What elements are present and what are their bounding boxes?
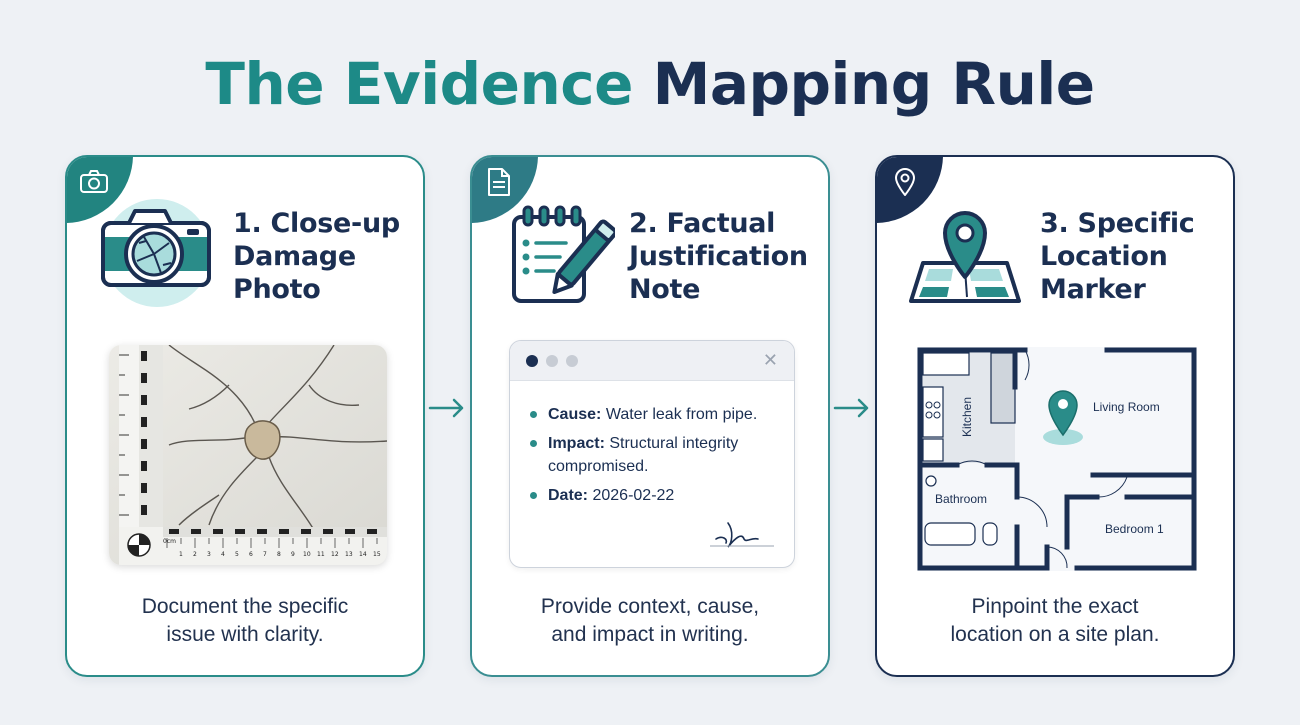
card-title: 2. Factual Justification Note [629,207,828,306]
map-pin-icon [909,211,1021,303]
card-title-line: 3. Specific [1040,208,1195,239]
window-dot [546,355,558,367]
note-item: Cause: Water leak from pipe. [528,403,786,426]
title-rest: Mapping Rule [652,50,1095,118]
ruler-tick-label: 1 [179,551,183,558]
card-title-line: 2. Factual [629,208,776,239]
window-dot [566,355,578,367]
signature-mark [710,522,774,548]
card-title: 3. Specific Location Marker [1040,207,1230,306]
card-caption: Document the specific issue with clarity… [67,593,423,649]
ruler-tick-label: 11 [317,551,325,558]
card-title-line: Photo [233,274,321,305]
room-label-bedroom: Bedroom 1 [1105,522,1164,536]
caption-line: and impact in writing. [551,623,749,646]
arrow-right-icon [428,398,464,418]
site-floor-plan: Kitchen Living Room Bathroom Bedroom 1 [917,347,1197,571]
note-item-text: Structural integrity compromised. [548,435,739,475]
ruler-tick-label: 10 [303,551,311,558]
caption-line: location on a site plan. [950,623,1160,646]
note-item-text: Water leak from pipe. [605,406,758,423]
card-caption: Provide context, cause, and impact in wr… [472,593,828,649]
ruler-tick-label: 2 [193,551,197,558]
card-title-line: Justification [629,241,808,272]
caption-line: Pinpoint the exact [971,595,1139,618]
card-corner-badge [67,157,133,223]
note-item-text: 2026-02-22 [592,487,675,504]
note-item-label: Cause: [548,406,602,423]
note-item-label: Impact: [548,435,605,452]
ruler-tick-label: 14 [359,551,367,558]
card-title-line: 1. Close-up [233,208,400,239]
close-icon[interactable]: ✕ [762,350,778,370]
step-card-photo: 1. Close-up Damage Photo [65,155,425,677]
notepad-pencil-icon [512,205,615,303]
ruler-tick-label: 13 [345,551,353,558]
card-title: 1. Close-up Damage Photo [233,207,423,306]
note-list: Cause: Water leak from pipe. Impact: Str… [528,403,786,513]
ruler-tick-label: 12 [331,551,339,558]
page-title: The Evidence Mapping Rule [0,50,1300,118]
ruler-tick-label: 4 [221,551,225,558]
cracked-lens-camera-icon [101,199,211,307]
note-item-label: Date: [548,487,589,504]
room-label-bathroom: Bathroom [935,492,987,506]
title-highlight: The Evidence [205,50,633,118]
ruler-unit-label: 0cm [163,538,176,545]
step-card-note: 2. Factual Justification Note ✕ Cause: W… [470,155,830,677]
damage-photo: 0cm 1 2 3 4 5 6 7 8 9 10 11 12 13 14 15 [109,345,387,565]
ruler-tick-label: 3 [207,551,211,558]
caption-line: issue with clarity. [166,623,324,646]
note-item: Impact: Structural integrity compromised… [528,432,786,478]
card-title-line: Marker [1040,274,1146,305]
card-caption: Pinpoint the exact location on a site pl… [877,593,1233,649]
ruler-tick-label: 6 [249,551,253,558]
window-dot [526,355,538,367]
arrow-right-icon [833,398,869,418]
card-title-line: Damage [233,241,356,272]
caption-line: Document the specific [141,595,349,618]
room-label-kitchen: Kitchen [960,397,974,437]
ruler-tick-label: 7 [263,551,267,558]
note-window: ✕ Cause: Water leak from pipe. Impact: S… [509,340,795,568]
ruler-tick-label: 9 [291,551,295,558]
ruler-tick-label: 15 [373,551,381,558]
caption-line: Provide context, cause, [540,595,760,618]
note-item: Date: 2026-02-22 [528,484,786,507]
card-title-line: Note [629,274,701,305]
ruler-tick-label: 5 [235,551,239,558]
step-card-location: 3. Specific Location Marker [875,155,1235,677]
location-pin-icon [895,168,915,196]
document-icon [488,168,510,196]
camera-icon [80,170,108,193]
room-label-living: Living Room [1093,400,1160,414]
card-title-line: Location [1040,241,1168,272]
ruler-tick-label: 8 [277,551,281,558]
note-window-titlebar: ✕ [510,341,794,381]
